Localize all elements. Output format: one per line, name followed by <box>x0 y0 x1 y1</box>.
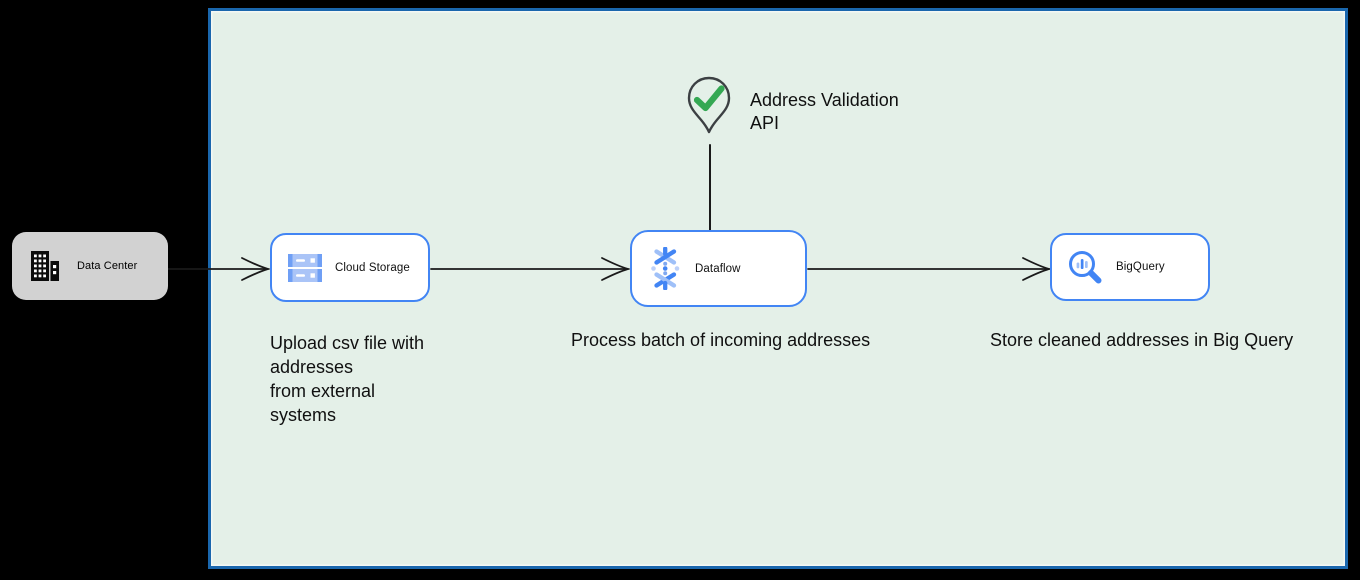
building-icon <box>31 251 59 281</box>
node-cloud-storage: Cloud Storage <box>270 233 430 302</box>
map-pin-check-icon <box>687 76 731 134</box>
node-dataflow: Dataflow <box>630 230 807 307</box>
bigquery-magnifier-icon <box>1069 251 1102 284</box>
node-label-data-center: Data Center <box>77 260 138 272</box>
dataflow-icon <box>651 247 680 290</box>
node-bigquery: BigQuery <box>1050 233 1210 301</box>
caption-upload-csv: Upload csv file with addresses from exte… <box>270 333 425 425</box>
caption-process-batch: Process batch of incoming addresses <box>571 330 871 350</box>
caption-store-bigquery: Store cleaned addresses in Big Query <box>990 330 1294 350</box>
node-data-center: Data Center <box>12 232 168 300</box>
api-marker-label: Address Validation API <box>750 90 899 133</box>
check-icon <box>693 85 725 112</box>
node-label-dataflow: Dataflow <box>695 262 741 275</box>
node-label-bigquery: BigQuery <box>1116 261 1165 273</box>
cloud-storage-icon <box>288 253 322 282</box>
node-label-cloud-storage: Cloud Storage <box>335 261 410 274</box>
